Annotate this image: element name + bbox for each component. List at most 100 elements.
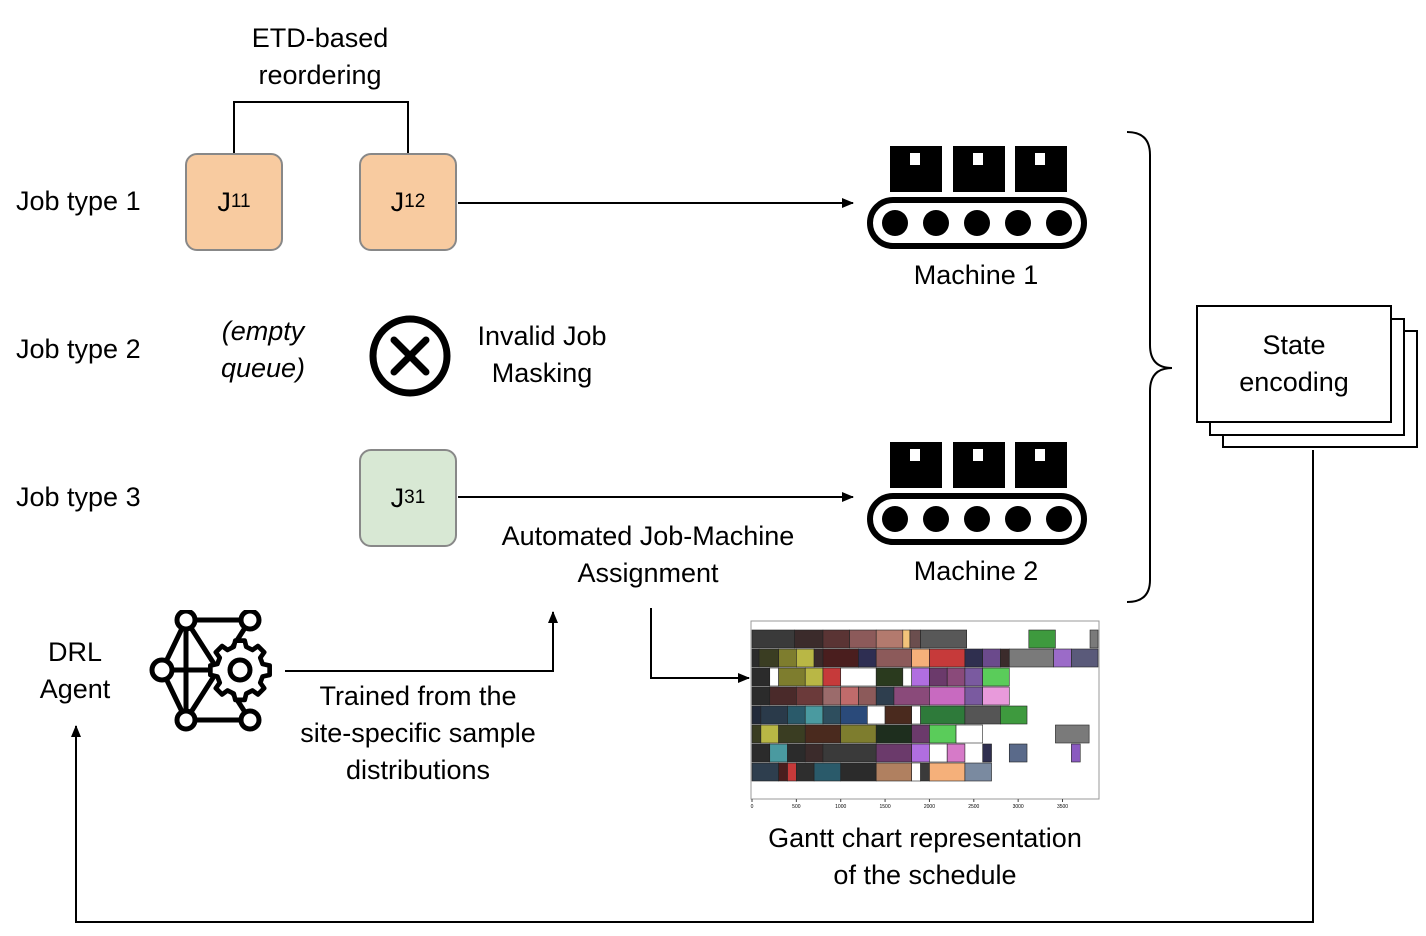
- gantt-bar: [875, 762, 912, 782]
- gantt-bar: [964, 705, 1001, 725]
- gantt-bar: [1000, 648, 1010, 668]
- gantt-bar: [778, 724, 806, 744]
- gantt-bar: [813, 648, 824, 668]
- gantt-bar: [849, 629, 877, 649]
- gantt-bar: [867, 705, 886, 725]
- gantt-bar: [751, 648, 760, 668]
- gantt-bar: [884, 705, 912, 725]
- machine-2-label: Machine 2: [913, 556, 1039, 586]
- gantt-bar: [1008, 648, 1054, 668]
- arrow-agent-assignment: [285, 611, 558, 672]
- arrow-assignment-gantt: [650, 608, 750, 683]
- gantt-bar: [840, 762, 877, 782]
- gantt-bar: [822, 686, 842, 706]
- gantt-tick-label: 2500: [968, 804, 979, 810]
- gantt-bar: [796, 686, 824, 706]
- gantt-bar: [982, 686, 1010, 706]
- gantt-bar: [804, 667, 824, 687]
- gantt-tick-label: 1500: [880, 804, 891, 810]
- gantt-bar: [955, 724, 983, 744]
- arrow-state-agent: [71, 450, 1314, 923]
- gantt-bar: [840, 705, 868, 725]
- gantt-bar: [796, 762, 815, 782]
- gantt-bar: [929, 743, 948, 763]
- gantt-bar: [911, 705, 921, 725]
- assignment-label: Automated Job-Machine Assignment: [501, 521, 795, 588]
- gantt-bar: [875, 743, 912, 763]
- machines-brace: [1126, 131, 1173, 603]
- gantt-bar: [751, 667, 771, 687]
- gantt-bar: [787, 762, 797, 782]
- neural-network-gear-icon: [149, 610, 272, 732]
- gantt-bar: [840, 686, 859, 706]
- drl-agent-label: DRL Agent: [39, 637, 111, 704]
- gantt-bar: [769, 743, 788, 763]
- gantt-bar: [920, 629, 967, 649]
- gantt-bar: [1071, 743, 1081, 763]
- gantt-bar: [982, 743, 992, 763]
- gantt-bar: [875, 629, 904, 649]
- gantt-bar: [875, 686, 895, 706]
- gantt-bar: [769, 667, 779, 687]
- gantt-bar: [964, 762, 992, 782]
- gantt-bar: [929, 648, 966, 668]
- gantt-bar: [911, 667, 930, 687]
- gantt-bar: [982, 667, 1010, 687]
- gantt-bar: [751, 686, 771, 706]
- gantt-bar: [909, 629, 921, 649]
- circle-x-icon: [369, 315, 451, 397]
- gantt-bar: [929, 724, 957, 744]
- gantt-bar: [929, 686, 966, 706]
- gantt-bar: [1089, 629, 1099, 649]
- gantt-tick-label: 2000: [924, 804, 935, 810]
- gantt-bar: [794, 629, 824, 649]
- gantt-bar: [902, 629, 911, 649]
- gantt-bar: [929, 667, 948, 687]
- gantt-bar: [822, 667, 842, 687]
- gantt-bar: [804, 705, 824, 725]
- gantt-bar: [804, 724, 842, 744]
- trained-label: Trained from the site-specific sample di…: [300, 681, 536, 785]
- gantt-bar: [787, 743, 806, 763]
- gantt-bar: [778, 667, 806, 687]
- etd-bracket: [233, 101, 409, 154]
- gantt-bar: [875, 724, 912, 744]
- gantt-bar: [1053, 648, 1072, 668]
- gantt-bar: [875, 667, 904, 687]
- gantt-bar: [1055, 724, 1090, 744]
- gantt-bar: [911, 724, 930, 744]
- gantt-bar: [1071, 648, 1099, 668]
- empty-queue-label: (empty queue): [220, 316, 306, 383]
- gantt-bar: [1000, 705, 1028, 725]
- conveyor-machine-icon: [867, 146, 1087, 249]
- gantt-bar: [964, 667, 983, 687]
- gantt-bar: [751, 743, 771, 763]
- gantt-tick-label: 500: [792, 804, 801, 810]
- gantt-bar: [875, 648, 912, 668]
- gantt-bar: [911, 648, 930, 668]
- gantt-caption: Gantt chart representation of the schedu…: [768, 823, 1082, 890]
- gantt-bar: [858, 686, 877, 706]
- gantt-bar: [964, 686, 983, 706]
- job-type-3-label: Job type 3: [16, 482, 141, 512]
- job-type-2-label: Job type 2: [16, 334, 141, 364]
- gantt-tick-label: 3500: [1057, 804, 1068, 810]
- gantt-bar: [929, 762, 966, 782]
- gantt-bar: [964, 648, 983, 668]
- gantt-bar: [751, 705, 762, 725]
- gantt-bar: [787, 705, 806, 725]
- gantt-bar: [902, 667, 912, 687]
- gantt-bar: [796, 648, 815, 668]
- gantt-bar: [893, 686, 930, 706]
- gantt-bar: [911, 743, 930, 763]
- gantt-bar: [769, 686, 797, 706]
- gantt-bar: [858, 648, 877, 668]
- gantt-bar: [840, 724, 877, 744]
- gantt-bar: [760, 705, 788, 725]
- gantt-bar: [920, 705, 966, 725]
- gantt-bar: [946, 667, 966, 687]
